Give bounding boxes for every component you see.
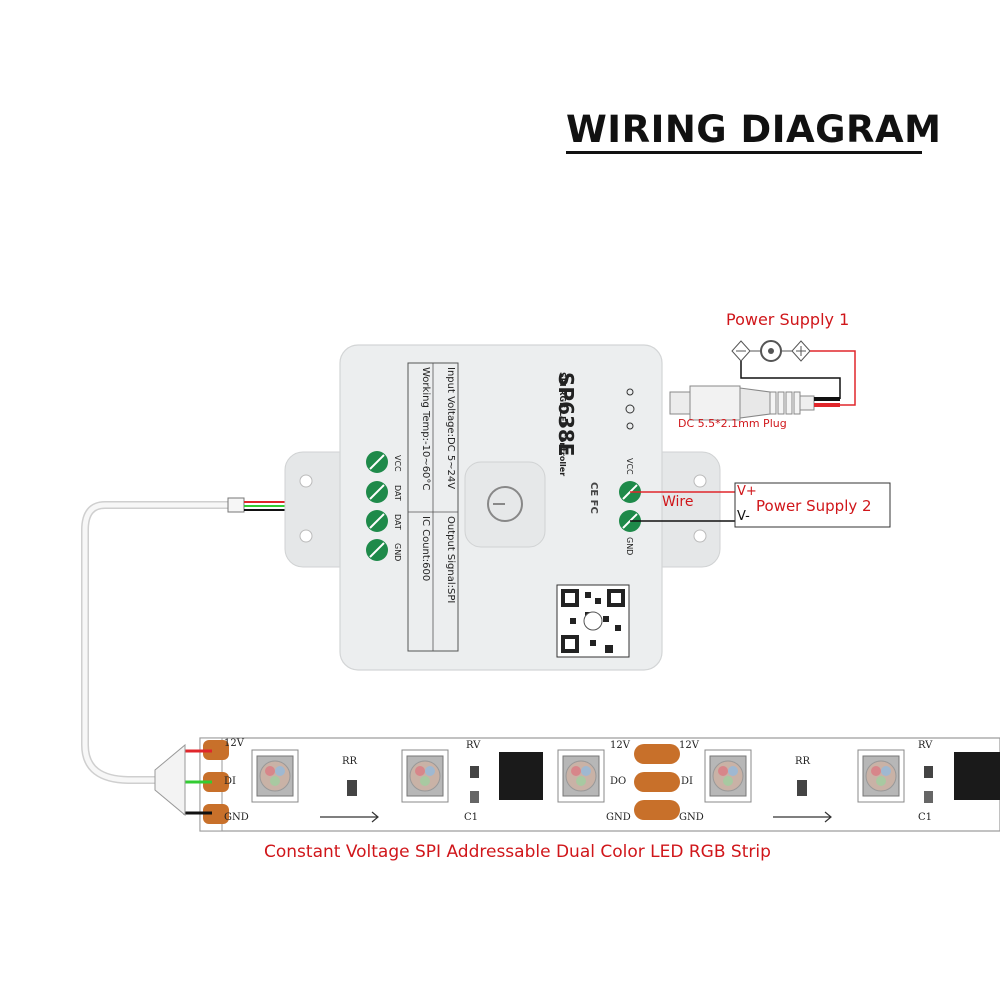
mid-left-do: DO xyxy=(610,776,627,787)
spec-temp: Working Temp:-10~60°C xyxy=(420,367,431,491)
led-chip-2 xyxy=(401,749,449,803)
v-plus-label: V+ xyxy=(737,484,757,499)
terminal-label-gnd: GND xyxy=(393,543,402,562)
terminal-label-vcc: VCC xyxy=(393,455,402,472)
controller-subtitle: SPI RGB LED Controller xyxy=(558,372,567,477)
label-c1-2: C1 xyxy=(918,812,933,823)
page-title: WIRING DIAGRAM xyxy=(566,108,942,151)
power-supply-1-label: Power Supply 1 xyxy=(726,310,850,329)
led-chip-5 xyxy=(857,749,905,803)
led-strip xyxy=(183,737,1000,832)
spec-input: Input Voltage:DC 5~24V xyxy=(445,367,456,490)
left-terminal-block xyxy=(366,451,388,561)
pad-di xyxy=(203,772,229,792)
cert-marks: CE FC xyxy=(588,482,599,514)
ic-chip-2 xyxy=(954,752,1000,800)
label-rv-2: RV xyxy=(918,740,933,751)
label-rv-1: RV xyxy=(466,740,481,751)
terminal-label-vcc-right: VCC xyxy=(625,458,634,475)
spec-output: Output Signal:SPI xyxy=(445,516,456,604)
qr-code xyxy=(556,584,630,658)
ic-chip-1 xyxy=(499,752,543,800)
label-c1-1: C1 xyxy=(464,812,479,823)
dc-plug-label: DC 5.5*2.1mm Plug xyxy=(678,417,787,430)
controller xyxy=(284,344,721,671)
wire-label: Wire xyxy=(662,494,694,510)
led-chip-1 xyxy=(251,749,299,803)
mid-left-gnd: GND xyxy=(606,812,631,823)
strip-pad-di: DI xyxy=(224,776,236,787)
strip-pad-gnd: GND xyxy=(224,812,249,823)
signal-cable xyxy=(81,459,372,817)
terminal-label-dat1: DAT xyxy=(393,485,402,501)
mid-right-di: DI xyxy=(681,776,693,787)
resistor-1 xyxy=(347,780,357,796)
strip-pad-12v: 12V xyxy=(224,738,244,749)
v-minus-label: V- xyxy=(737,509,750,524)
led-chip-3 xyxy=(557,749,605,803)
label-rr-2: RR xyxy=(795,756,811,767)
dc-plug xyxy=(669,340,856,421)
strip-caption: Constant Voltage SPI Addressable Dual Co… xyxy=(264,842,771,862)
mid-right-12v: 12V xyxy=(679,740,699,751)
power-supply-2-label: Power Supply 2 xyxy=(756,497,872,515)
led-chip-4 xyxy=(704,749,752,803)
label-rr-1: RR xyxy=(342,756,358,767)
title-underline xyxy=(566,151,922,154)
pad-gnd xyxy=(203,804,229,824)
mid-right-gnd: GND xyxy=(679,812,704,823)
mid-left-12v: 12V xyxy=(610,740,630,751)
resistor-2 xyxy=(797,780,807,796)
spec-ic: IC Count:600 xyxy=(420,516,431,582)
pad-12v xyxy=(203,740,229,760)
terminal-label-gnd-right: GND xyxy=(625,537,634,556)
power-supply-2-wires xyxy=(630,482,891,528)
terminal-label-dat2: DAT xyxy=(393,514,402,530)
